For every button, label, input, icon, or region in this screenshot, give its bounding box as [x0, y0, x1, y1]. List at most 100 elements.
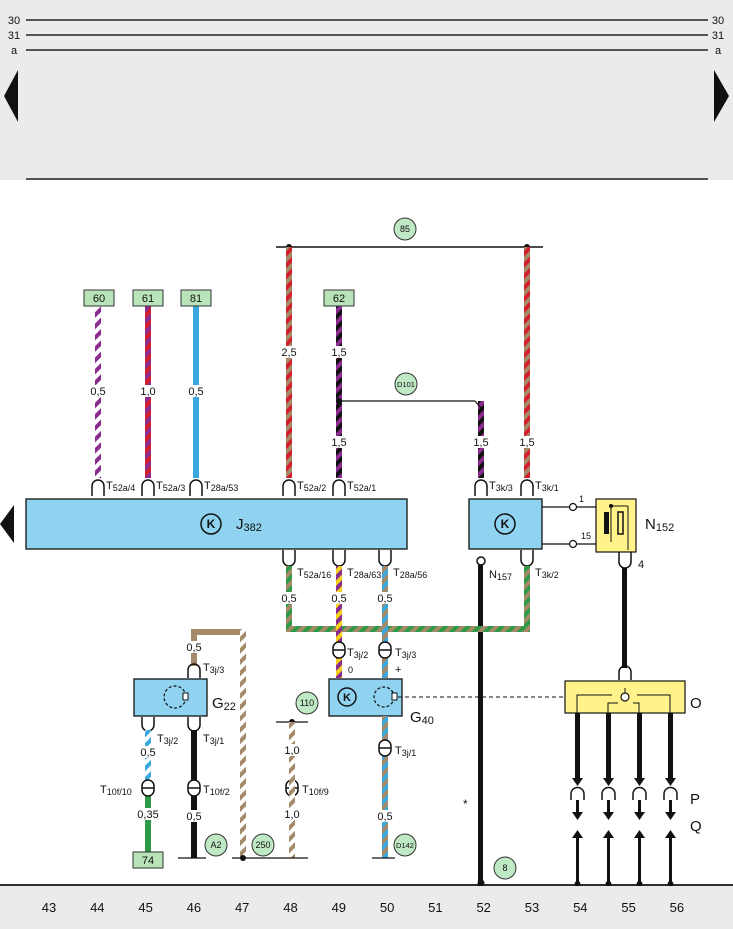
- rail-30-label-left: 30: [8, 15, 20, 27]
- wire-size-t52a-16: 0,5: [281, 593, 296, 605]
- sensor-g40: [328, 678, 403, 717]
- ref-circle-d101-label: D101: [397, 380, 415, 389]
- ref-circle-8: [493, 856, 517, 880]
- ref-circle-85-label: 85: [400, 224, 410, 234]
- wire-size-t28a-56: 0,5: [377, 593, 392, 605]
- wire-t28a-56: [382, 566, 388, 678]
- grid-number: 46: [187, 900, 201, 915]
- asterisk-note: *: [463, 797, 468, 811]
- label-g40: G40: [410, 709, 434, 727]
- terminal-t3j-1-g22: T3j/1: [203, 733, 224, 746]
- pin-0-label: 0: [348, 665, 353, 675]
- rail-31-label-left: 31: [8, 30, 20, 42]
- grid-number: 56: [670, 900, 684, 915]
- label-o: O: [690, 695, 702, 712]
- ref-box-81-label: 81: [190, 293, 202, 305]
- terminal-t52a-3: T52a/3: [156, 480, 185, 493]
- spark-plug-arrows: [572, 800, 676, 887]
- grid-number: 49: [332, 900, 346, 915]
- terminal-t3k-2: T3k/2: [535, 567, 559, 580]
- control-unit-k-icon: [200, 513, 222, 535]
- wire-g22-left-lower: [145, 796, 151, 852]
- label-g22: G22: [212, 695, 236, 713]
- wire-size-d101: 1,5: [473, 437, 488, 449]
- next-page-arrow-icon[interactable]: [714, 70, 729, 122]
- footer-band: [0, 886, 733, 929]
- wire-n157-ground: [478, 558, 483, 886]
- wire-110: [289, 722, 295, 858]
- k-glyph: K: [207, 517, 216, 531]
- wire-size-61: 1,0: [140, 386, 155, 398]
- ref-box-74: [132, 851, 164, 869]
- top-connector-arcs: [91, 479, 534, 496]
- terminal-t28a-63: T28a/63: [347, 567, 381, 580]
- bottom-connector-arcs: [282, 550, 632, 569]
- ref-circle-d142-label: D142: [396, 841, 414, 850]
- ref-box-62-label: 62: [333, 293, 345, 305]
- grid-number: 48: [283, 900, 297, 915]
- label-n152: N152: [645, 516, 674, 534]
- grid-number: 47: [235, 900, 249, 915]
- wire-size-g22-top: 0,5: [186, 642, 201, 654]
- terminal-t3j-2-g22: T3j/2: [157, 733, 178, 746]
- grid-number: 52: [476, 900, 490, 915]
- wire-size-60: 0,5: [90, 386, 105, 398]
- terminal-t10f-9: T10f/9: [302, 784, 329, 797]
- ref-box-60-label: 60: [93, 293, 105, 305]
- wire-size-g22-right: 0,5: [186, 811, 201, 823]
- ref-circle-110-label: 110: [300, 698, 314, 708]
- pin-4-label: 4: [638, 559, 644, 571]
- k-glyph: K: [343, 692, 351, 704]
- wire-brown-top: [191, 629, 246, 635]
- grid-number: 55: [621, 900, 635, 915]
- spark-plug-connectors: [570, 786, 678, 800]
- pin-1-socket: [568, 502, 578, 512]
- wire-size-g22-left-lower: 0,35: [137, 809, 158, 821]
- grid-number: 54: [573, 900, 587, 915]
- rail-a-label-right: a: [715, 45, 722, 57]
- terminal-t3j-1-g40: T3j/1: [395, 745, 416, 758]
- terminal-t3k-1: T3k/1: [535, 480, 559, 493]
- label-n157: N157: [489, 569, 512, 582]
- connector-t3j-3-g22: [187, 663, 201, 678]
- ref-box-61-label: 61: [142, 293, 154, 305]
- terminal-t3j-3-g22: T3j/3: [203, 662, 224, 675]
- wire-size-g22-left-upper: 0,5: [140, 747, 155, 759]
- wire-size-62-upper: 1,5: [331, 347, 346, 359]
- terminal-t28a-53: T28a/53: [204, 480, 238, 493]
- ref-circle-85: [393, 217, 417, 241]
- ref-box-74-label: 74: [142, 855, 154, 867]
- coil-winding-left: [604, 512, 609, 534]
- wire-size-110-lower: 1,0: [284, 809, 299, 821]
- control-unit-n157: [468, 498, 543, 550]
- wire-loop-bottom: [286, 626, 530, 632]
- sensor-g22: [133, 678, 208, 717]
- wire-g40-d142: [382, 716, 388, 858]
- grid-number: 45: [138, 900, 152, 915]
- pin-1-label: 1: [579, 494, 584, 504]
- terminal-t3k-3: T3k/3: [489, 480, 513, 493]
- control-unit-j382: [25, 498, 408, 550]
- rail-a-label-left: a: [11, 45, 18, 57]
- label-p: P: [690, 791, 700, 808]
- continuation-arrow-icon: [0, 505, 14, 543]
- g22-bottom-arcs: [141, 717, 201, 732]
- terminal-t3j-2-g40: T3j/2: [347, 647, 368, 660]
- grid-number: 44: [90, 900, 104, 915]
- ref-circle-8-label: 8: [502, 863, 507, 873]
- ref-circle-a2: [204, 833, 228, 857]
- wire-size-81: 0,5: [188, 386, 203, 398]
- header-band: [0, 0, 733, 180]
- wire-size-85-left: 2,5: [281, 347, 296, 359]
- wire-t28a-63: [336, 566, 342, 678]
- ht-leads: [572, 713, 676, 786]
- terminal-t52a-16: T52a/16: [297, 567, 331, 580]
- terminal-t28a-56: T28a/56: [393, 567, 427, 580]
- pin-plus-label: +: [395, 664, 401, 676]
- grid-number: 53: [525, 900, 539, 915]
- ignition-coil-n152: [595, 498, 637, 553]
- ref-box-60: [83, 289, 115, 307]
- prev-page-arrow-icon[interactable]: [4, 70, 18, 122]
